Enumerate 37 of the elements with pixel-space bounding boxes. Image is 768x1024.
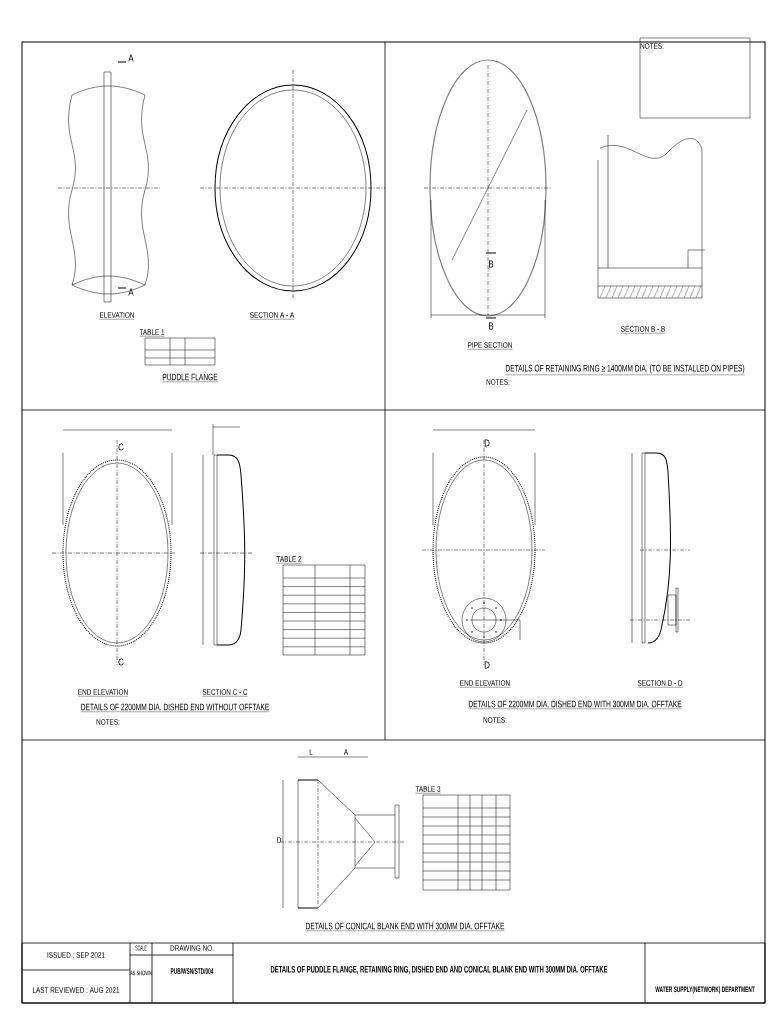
note-text: NOTES: — [483, 717, 507, 723]
view-heading: TABLE 3 — [415, 786, 441, 794]
view-heading: SECTION C - C — [202, 689, 248, 697]
section-letter: D — [484, 439, 490, 447]
note-text: ISSUED : SEP 2021 — [47, 952, 105, 958]
note-text: A — [343, 749, 349, 755]
view-heading: DETAILS OF RETAINING RING ≥ 1400MM DIA. (TO BE INSTALLED ON PIPES) — [505, 364, 745, 375]
section-letter: A — [128, 54, 134, 62]
view-heading: DETAILS OF 2200MM DIA. DISHED END WITH 300MM DIA. OFFTAKE — [468, 700, 682, 709]
view-heading: END ELEVATION — [77, 689, 129, 697]
section-letter: B — [489, 260, 494, 268]
section-letter: C — [118, 658, 124, 666]
view-heading: PUDDLE FLANGE — [162, 373, 218, 382]
note-text: L — [309, 749, 313, 755]
title-block-text: WATER SUPPLY(NETWORK) DEPARTMENT — [655, 986, 755, 994]
view-heading: DETAILS OF CONICAL BLANK END WITH 300MM DIA. OFFTAKE — [305, 922, 505, 931]
view-heading: TABLE 2 — [276, 556, 302, 564]
section-letter: C — [118, 443, 124, 451]
note-text: NOTES: — [96, 719, 120, 725]
note-text: NOTES: — [486, 379, 510, 385]
view-heading: END ELEVATION — [459, 680, 511, 688]
section-letter: B — [489, 322, 494, 330]
section-letter: A — [128, 288, 134, 296]
note-text: NOTES: — [640, 43, 664, 49]
view-heading: SECTION D - D — [637, 680, 683, 688]
note-text: D — [277, 837, 281, 843]
view-heading: ELEVATION — [99, 312, 135, 320]
section-letter: D — [484, 661, 490, 669]
view-heading: SECTION B - B — [620, 326, 666, 334]
view-heading: SECTION A - A — [249, 312, 295, 320]
title-block-text: PUB/WSN/STD/004 — [170, 968, 214, 974]
drawing-title: DETAILS OF PUDDLE FLANGE, RETAINING RING, DISHED END AND CONICAL BLANK END WITH 300MM DIA. OFFTAKE — [270, 965, 608, 975]
note-text: DRAWING NO. — [170, 945, 214, 951]
view-heading: DETAILS OF 2200MM DIA. DISHED END WITHOUT OFFTAKE — [80, 703, 270, 712]
view-heading: TABLE 1 — [139, 329, 165, 337]
note-text: LAST REVIEWED : AUG 2021 — [32, 987, 120, 993]
view-heading: PIPE SECTION — [467, 342, 513, 350]
